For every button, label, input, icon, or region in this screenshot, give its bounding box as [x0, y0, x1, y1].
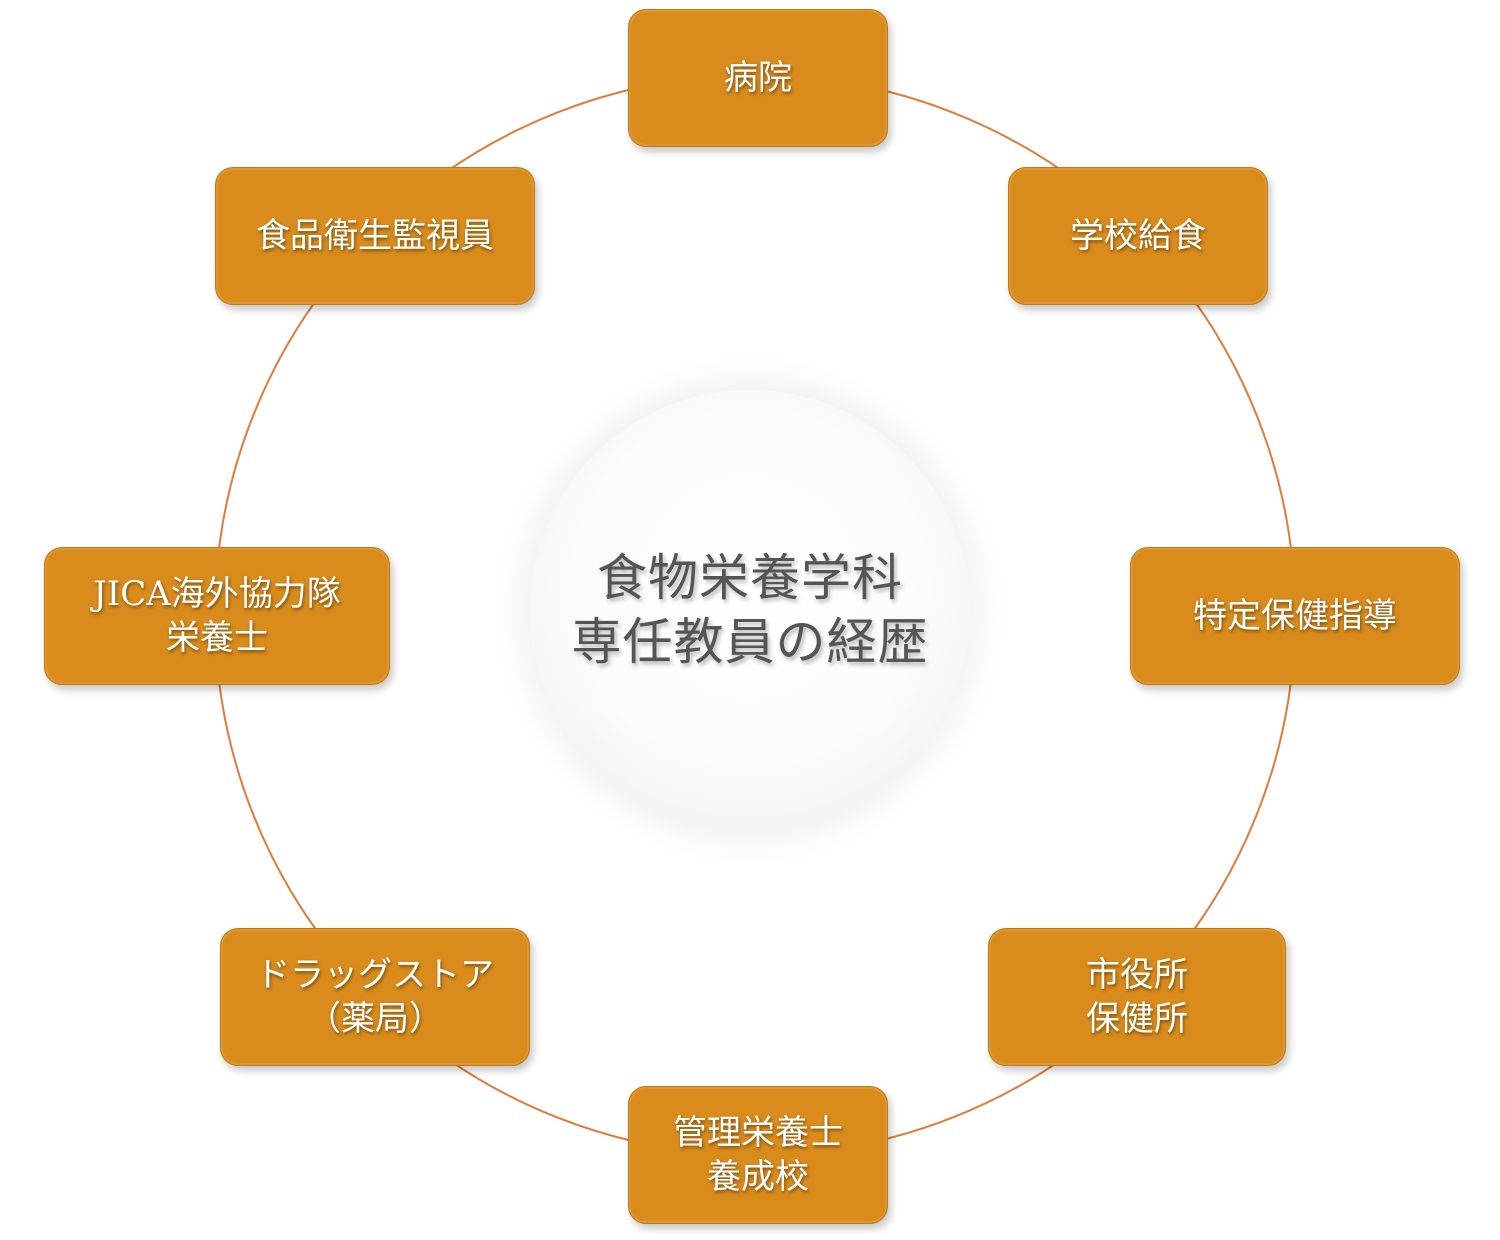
node-dietitian-school-label-2: 養成校	[707, 1157, 809, 1197]
node-jica[interactable]: JICA海外協力隊 栄養士	[44, 547, 390, 685]
node-hospital-label: 病院	[724, 58, 792, 98]
node-dietitian-school-label-1: 管理栄養士	[673, 1113, 843, 1153]
node-drugstore-label-2: （薬局）	[307, 999, 443, 1039]
node-school-lunch[interactable]: 学校給食	[1008, 167, 1268, 305]
center-title: 食物栄養学科 専任教員の経歴	[530, 390, 970, 830]
node-city-office[interactable]: 市役所 保健所	[988, 928, 1286, 1066]
node-hospital[interactable]: 病院	[628, 9, 888, 147]
node-health-guidance-label: 特定保健指導	[1193, 596, 1397, 636]
node-drugstore-label-1: ドラッグストア	[256, 955, 494, 995]
node-dietitian-school[interactable]: 管理栄養士 養成校	[628, 1086, 888, 1224]
node-city-office-label-1: 市役所	[1086, 955, 1188, 995]
node-jica-label-2: 栄養士	[166, 618, 268, 658]
center-title-line-1: 食物栄養学科	[597, 549, 903, 607]
node-food-inspector-label: 食品衛生監視員	[256, 216, 494, 256]
node-health-guidance[interactable]: 特定保健指導	[1130, 547, 1460, 685]
node-food-inspector[interactable]: 食品衛生監視員	[215, 167, 535, 305]
node-city-office-label-2: 保健所	[1086, 999, 1188, 1039]
node-school-lunch-label: 学校給食	[1070, 216, 1206, 256]
node-drugstore[interactable]: ドラッグストア （薬局）	[220, 928, 530, 1066]
center-disc	[530, 390, 970, 830]
center-title-line-2: 専任教員の経歴	[571, 613, 929, 671]
node-jica-label-1: JICA海外協力隊	[93, 574, 341, 614]
